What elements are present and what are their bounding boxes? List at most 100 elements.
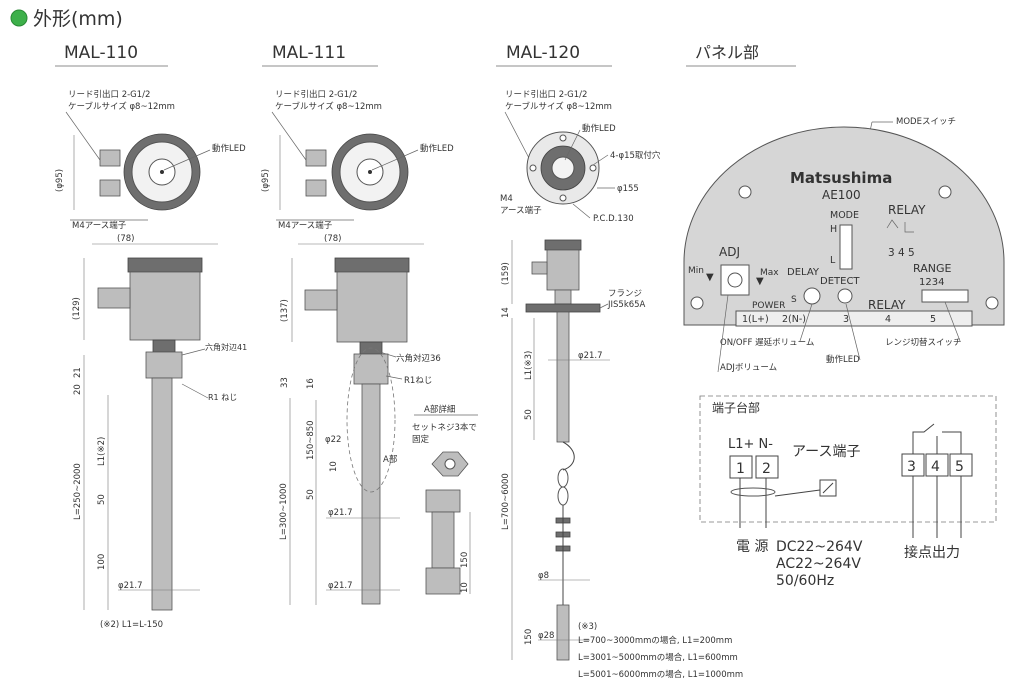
- panel-min-arrow-icon: ▼: [706, 272, 714, 283]
- mal120-d14: 14: [501, 307, 511, 318]
- mal111-r150-850: 150~850: [306, 420, 316, 460]
- panel-mode: MODE: [830, 210, 859, 221]
- terminal-earth-screw-slot: [822, 482, 834, 494]
- terminal-2-box: [755, 455, 779, 479]
- mal111-dia217a: φ21.7: [328, 508, 353, 518]
- mal111-lead-leader: [271, 111, 307, 161]
- mal120-cable-loop: [562, 441, 575, 471]
- panel-range-nums: 1234: [919, 277, 944, 288]
- mal111-d150: 150: [460, 552, 470, 568]
- terminal-earth-wire: [774, 489, 821, 497]
- panel-drawing: MODEスイッチ Matsushima AE100 MODE H L RELAY…: [683, 117, 1005, 373]
- mal120-side-gland: [531, 261, 548, 275]
- mal111-d10: 10: [329, 461, 339, 472]
- panel-term-4: 4: [885, 314, 891, 325]
- mal110-note: (※2) L1=L-150: [100, 620, 163, 630]
- mal110-l-range: L=250~2000: [73, 463, 83, 520]
- mal111-side-gland: [304, 289, 338, 311]
- mal111-part-a-ellipse: [346, 347, 396, 493]
- mal111-thread: [353, 353, 389, 385]
- mal120-lead-outlet: リード引出口 2-G1/2: [505, 89, 587, 100]
- mal120-drawing: リード引出口 2-G1/2 ケーブルサイズ φ8~12mm 動作LED 4-φ1…: [500, 89, 743, 680]
- mal111-part-a: A部: [383, 454, 398, 465]
- panel-led-leader: [845, 303, 861, 361]
- mal111-led-leader: [371, 149, 419, 171]
- panel-adj-dial-icon: [727, 272, 743, 288]
- mal110-cable-size: ケーブルサイズ φ8~12mm: [68, 101, 175, 112]
- mal111-d33: 33: [280, 377, 290, 388]
- terminal-5: 5: [955, 459, 964, 475]
- panel-term-5: 5: [930, 314, 936, 325]
- panel-delay: DELAY: [787, 267, 820, 278]
- mal111-dia217b: φ21.7: [328, 581, 353, 591]
- mal110-d50: 50: [97, 494, 107, 505]
- mal120-m4: M4: [500, 194, 513, 204]
- mal110-w78: (78): [117, 234, 134, 244]
- mal110-led-label: 動作LED: [212, 143, 246, 154]
- mal120-pcd: P.C.D.130: [593, 214, 634, 224]
- panel-power: POWER: [752, 301, 785, 311]
- mal111-d16: 16: [306, 378, 316, 389]
- mal111-thread-label: R1ねじ: [404, 376, 432, 386]
- mal111-gland-lower: [305, 179, 327, 197]
- panel-range-switch[interactable]: [921, 289, 969, 303]
- panel-delay-knob[interactable]: [803, 287, 821, 305]
- mal111-led-dot: [368, 170, 372, 174]
- mal110-l1: L1(※2): [97, 437, 107, 466]
- mal111-d10b: 10: [460, 582, 470, 593]
- mal120-title: MAL-120: [506, 43, 580, 63]
- panel-range-switch-label: レンジ切替スイッチ: [885, 337, 962, 348]
- mal120-link-2: [557, 486, 569, 506]
- mal110-hex: [152, 339, 176, 353]
- panel-max: Max: [760, 268, 779, 278]
- mal120-hole-1: [559, 134, 567, 142]
- mal110-dia95: (φ95): [55, 169, 65, 192]
- mal110-led-leader: [163, 149, 211, 171]
- mal111-h137: (137): [280, 299, 290, 322]
- terminal-polarity: L1+ N-: [728, 437, 773, 452]
- mal111-detail-collar-bottom: [425, 567, 461, 595]
- panel-h: H: [830, 224, 837, 235]
- panel-min: Min: [688, 266, 704, 276]
- mal111-detail-collar-top: [425, 489, 461, 513]
- mal111-earth: M4アース端子: [278, 220, 333, 231]
- terminal-block: 端子台部 L1+ N- 1 2 アース端子 3 4 5 電 源 DC22~264…: [699, 395, 997, 589]
- section-title: 外形(mm): [33, 8, 123, 30]
- terminal-title: 端子台部: [712, 400, 760, 415]
- mal120-cover: [551, 156, 575, 180]
- panel-brand: Matsushima: [790, 169, 892, 187]
- panel-max-arrow-icon: ▼: [756, 276, 764, 287]
- mal120-hole-2: [559, 194, 567, 202]
- mal120-jis: JIS5k65A: [607, 300, 646, 310]
- panel-adj-knob[interactable]: [720, 264, 750, 296]
- panel-l: L: [830, 255, 836, 266]
- mal110-hex-label: 六角対辺41: [205, 342, 247, 352]
- panel-title: パネル部: [695, 43, 759, 62]
- panel-relay-bottom: RELAY: [868, 298, 906, 312]
- panel-adj: ADJ: [719, 245, 740, 259]
- mal120-neck: [554, 289, 572, 305]
- mal120-dia155: φ155: [617, 184, 639, 194]
- mal120-head-body: [546, 249, 580, 291]
- mal120-note1: L=700~3000mmの場合, L1=200mm: [578, 635, 732, 646]
- mal110-thread: [145, 351, 183, 379]
- mal110-d20: 20: [73, 384, 83, 395]
- panel-screw-bl-icon: [690, 296, 704, 310]
- mal110-gland-lower: [99, 179, 121, 197]
- mal120-link-1: [557, 468, 569, 488]
- panel-detect-led: [837, 288, 853, 304]
- panel-onoff-label: ON/OFF 遅延ボリューム: [720, 337, 814, 348]
- panel-mode-switch[interactable]: [839, 224, 853, 270]
- panel-range-leader: [944, 301, 961, 342]
- panel-screw-tr-icon: [938, 185, 952, 199]
- panel-term-3: 3: [843, 314, 849, 325]
- mal120-flange: [525, 303, 601, 313]
- mal111-led-label: 動作LED: [420, 143, 454, 154]
- terminal-power-label: 電 源: [736, 539, 768, 555]
- mal120-dia28: φ28: [538, 631, 554, 641]
- mal120-holes: 4-φ15取付穴: [610, 150, 661, 161]
- mal120-flange-leader: [599, 303, 609, 309]
- panel-adj-leader: [717, 294, 729, 373]
- mal120-l-range: L=700~6000: [501, 473, 511, 530]
